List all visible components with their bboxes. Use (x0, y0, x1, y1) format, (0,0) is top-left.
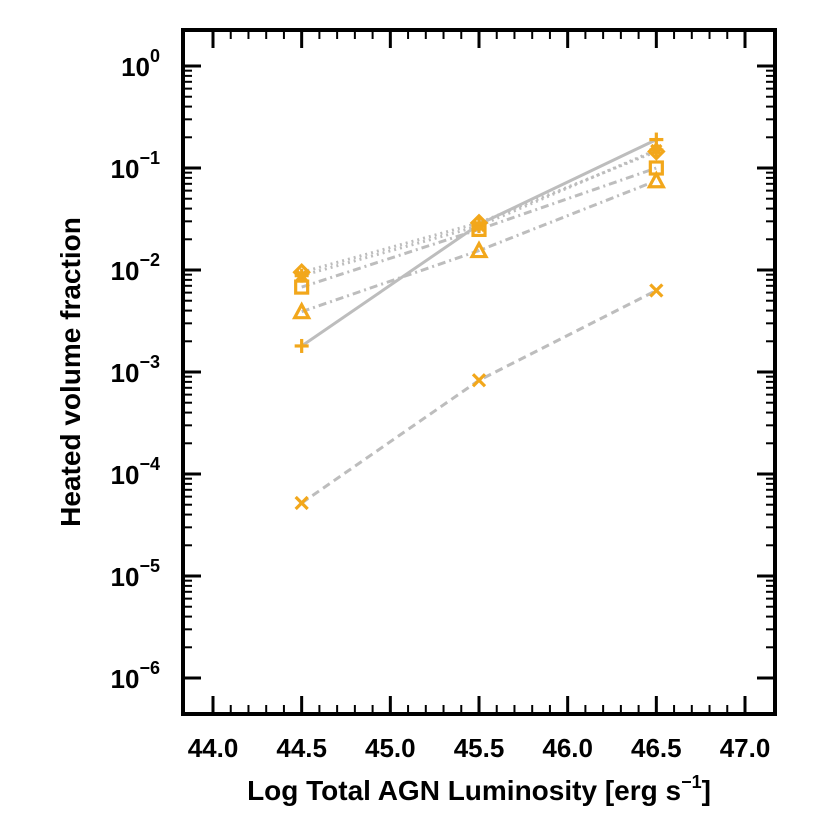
marker-stroke (469, 240, 489, 259)
y-tick-label: 10−3 (111, 352, 160, 388)
data-point-x (294, 495, 309, 511)
x-axis-title-exponent: −1 (681, 772, 702, 792)
series-line-triangle (301, 179, 657, 314)
x-tick-label: 46.5 (631, 733, 682, 763)
y-tick-label: 10−4 (111, 454, 160, 490)
marker-stroke (295, 269, 308, 282)
y-tick-exponent: −3 (139, 352, 160, 372)
y-tick-base: 10 (111, 256, 140, 286)
data-point-square (471, 221, 487, 238)
marker-stroke (471, 373, 487, 388)
x-tick-label: 44.0 (188, 733, 239, 763)
data-point-asterisk (649, 143, 664, 158)
marker-stroke (646, 170, 667, 189)
marker-stroke (294, 279, 310, 295)
y-tick-label: 100 (121, 46, 160, 82)
data-point-square (294, 279, 310, 295)
y-tick-label: 10−2 (111, 250, 160, 286)
y-tick-exponent: 0 (150, 46, 160, 66)
y-tick-exponent: −2 (139, 250, 160, 270)
data-point-triangle (291, 301, 312, 320)
data-point-triangle (469, 240, 489, 259)
x-axis-title-close: ] (702, 775, 711, 806)
x-tick-label: 46.0 (542, 733, 593, 763)
y-tick-base: 10 (111, 154, 140, 184)
x-tick-label: 47.0 (720, 733, 771, 763)
series-line-x (300, 289, 657, 505)
plot-frame (181, 28, 777, 716)
y-tick-base: 10 (121, 52, 150, 82)
marker-stroke (294, 495, 309, 511)
y-tick-exponent: −6 (139, 658, 160, 678)
data-point-x (471, 373, 487, 388)
series-line-diamond (301, 150, 657, 274)
y-tick-exponent: −4 (139, 454, 160, 474)
x-tick-label: 45.5 (454, 733, 505, 763)
y-tick-base: 10 (111, 664, 140, 694)
data-point-x (649, 283, 664, 298)
y-tick-base: 10 (111, 460, 140, 490)
marker-stroke (471, 221, 487, 238)
x-tick-label: 44.5 (276, 733, 327, 763)
y-tick-exponent: −1 (139, 148, 160, 168)
y-tick-base: 10 (111, 358, 140, 388)
data-point-triangle (646, 170, 667, 189)
y-tick-base: 10 (111, 562, 140, 592)
series-layer (300, 138, 657, 505)
marker-stroke (291, 301, 312, 320)
y-tick-label: 10−1 (111, 148, 160, 184)
x-axis-title-main: Log Total AGN Luminosity [erg s (247, 775, 681, 806)
data-point-plus (294, 338, 309, 353)
y-tick-label: 10−5 (111, 556, 160, 592)
marker-layer (291, 132, 667, 511)
tick-layer (183, 30, 775, 714)
marker-stroke (650, 143, 663, 157)
series-line-asterisk (301, 148, 657, 278)
y-axis-title: Heated volume fraction (55, 217, 86, 527)
y-tick-exponent: −5 (139, 556, 160, 576)
x-axis-title: Log Total AGN Luminosity [erg s−1] (247, 772, 711, 806)
marker-stroke (649, 283, 664, 298)
y-tick-label: 10−6 (111, 658, 160, 694)
x-tick-label: 45.0 (365, 733, 416, 763)
